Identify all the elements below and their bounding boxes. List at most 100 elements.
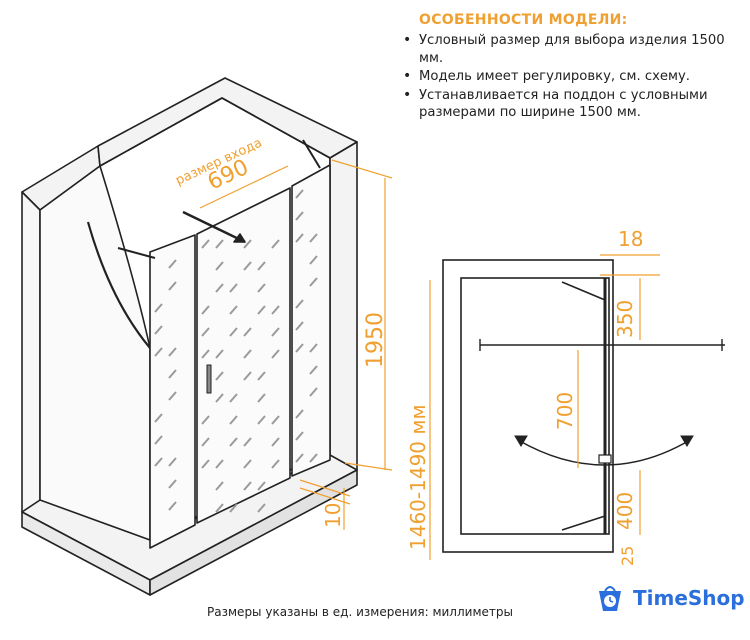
glass-hatch-stroke — [168, 347, 177, 357]
glass-panel-right — [291, 164, 331, 477]
glass-hatch-stroke — [229, 305, 238, 315]
glass-hatch-stroke — [295, 431, 304, 441]
glass-hatch-stroke — [271, 305, 280, 315]
glass-hatch-stroke — [257, 371, 266, 381]
glass-hatch-stroke — [243, 327, 252, 337]
feature-item: Условный размер для выбора изделия 1500 … — [401, 32, 743, 67]
door-handle — [206, 364, 212, 394]
glass-hatch-stroke — [271, 437, 280, 447]
glass-hatch-stroke — [215, 239, 224, 249]
glass-hatch-stroke — [168, 259, 177, 269]
glass-hatch-stroke — [309, 255, 318, 265]
glass-hatch-stroke — [295, 299, 304, 309]
glass-hatch-stroke — [168, 391, 177, 401]
glass-hatch-stroke — [257, 415, 266, 425]
glass-hatch-stroke — [295, 409, 304, 419]
wall-right-face — [329, 141, 358, 486]
glass-hatch-stroke — [229, 437, 238, 447]
glass-hatch-stroke — [168, 457, 177, 467]
glass-hatch-stroke — [257, 305, 266, 315]
glass-hatch-stroke — [229, 503, 238, 513]
features-list: Условный размер для выбора изделия 1500 … — [393, 32, 743, 122]
glass-hatch-stroke — [154, 325, 163, 335]
logo-text: TimeShop — [633, 586, 745, 610]
glass-panel-left — [149, 234, 196, 549]
glass-hatch-stroke — [271, 459, 280, 469]
glass-hatch-stroke — [257, 261, 266, 271]
dim-height-tick — [331, 159, 393, 179]
stabilizer-right — [302, 139, 321, 169]
glass-hatch-stroke — [201, 349, 210, 359]
dim-gap-tick — [299, 479, 351, 497]
plan-arc-arrow-left — [514, 435, 528, 447]
features-block: ОСОБЕННОСТИ МОДЕЛИ: Условный размер для … — [393, 12, 743, 123]
logo-icon — [599, 586, 621, 611]
glass-hatch-stroke — [243, 261, 252, 271]
features-heading: ОСОБЕННОСТИ МОДЕЛИ: — [419, 12, 628, 28]
glass-hatch-stroke — [257, 481, 266, 491]
plan-bracket — [561, 515, 606, 531]
glass-hatch-stroke — [243, 437, 252, 447]
plan-bracket — [561, 281, 606, 301]
glass-hatch-stroke — [168, 501, 177, 511]
glass-hatch-stroke — [309, 233, 318, 243]
glass-hatch-stroke — [243, 371, 252, 381]
iso-dimensions — [199, 159, 393, 530]
bottom-gap-value: 10 — [321, 503, 345, 528]
stabilizer-left — [117, 247, 156, 259]
glass-hatch-stroke — [154, 303, 163, 313]
footer-note: Размеры указаны в ед. измерения: миллиме… — [207, 605, 513, 619]
glass-hatch-stroke — [154, 435, 163, 445]
glass-hatch-stroke — [215, 349, 224, 359]
dim-bottom-value: 25 — [618, 546, 637, 566]
glass-hatch-stroke — [271, 415, 280, 425]
glass-hatch-stroke — [309, 453, 318, 463]
glass-hatch-stroke — [295, 211, 304, 221]
glass-hatch-stroke — [243, 481, 252, 491]
base-right — [149, 469, 358, 596]
glass-hatch-stroke — [309, 343, 318, 353]
logo: TimeShop — [595, 580, 745, 616]
glass-hatch-stroke — [295, 321, 304, 331]
plan-hinge — [598, 454, 612, 464]
glass-hatching — [154, 189, 318, 513]
glass-hatch-stroke — [229, 327, 238, 337]
dim-entry-line — [199, 165, 289, 209]
glass-hatch-stroke — [295, 343, 304, 353]
dim-top-value: 18 — [618, 227, 643, 251]
glass-hatch-stroke — [295, 189, 304, 199]
glass-hatch-stroke — [243, 459, 252, 469]
glass-hatch-stroke — [271, 327, 280, 337]
feature-item: Устанавливается на поддон с условными ра… — [401, 87, 743, 122]
glass-hatch-stroke — [154, 413, 163, 423]
glass-hatch-stroke — [257, 283, 266, 293]
swing-arrow-head — [233, 233, 246, 243]
glass-hatch-stroke — [257, 393, 266, 403]
plan-view — [442, 259, 725, 553]
glass-hatch-stroke — [309, 277, 318, 287]
glass-hatch-stroke — [295, 233, 304, 243]
glass-hatch-stroke — [309, 365, 318, 375]
glass-hatch-stroke — [215, 503, 224, 513]
glass-hatch-stroke — [201, 327, 210, 337]
plan-arc-arrow-right — [680, 435, 694, 447]
glass-hatch-stroke — [201, 415, 210, 425]
glass-hatch-stroke — [229, 393, 238, 403]
glass-hatch-stroke — [168, 281, 177, 291]
dim-400-value: 400 — [613, 492, 637, 530]
iso-view — [21, 77, 358, 596]
glass-hatch-stroke — [243, 349, 252, 359]
glass-hatch-stroke — [215, 371, 224, 381]
width-range-value: 1460-1490 мм — [406, 404, 430, 550]
swing-arrow — [182, 210, 246, 244]
glass-hatch-stroke — [201, 437, 210, 447]
glass-hatch-stroke — [201, 239, 210, 249]
glass-hatch-stroke — [309, 387, 318, 397]
glass-hatch-stroke — [154, 347, 163, 357]
plan-dimensions — [429, 254, 660, 560]
dim-350-value: 350 — [613, 300, 637, 338]
wall-left-face — [21, 191, 41, 521]
dim-700-value: 700 — [553, 392, 577, 430]
glass-hatch-stroke — [271, 239, 280, 249]
